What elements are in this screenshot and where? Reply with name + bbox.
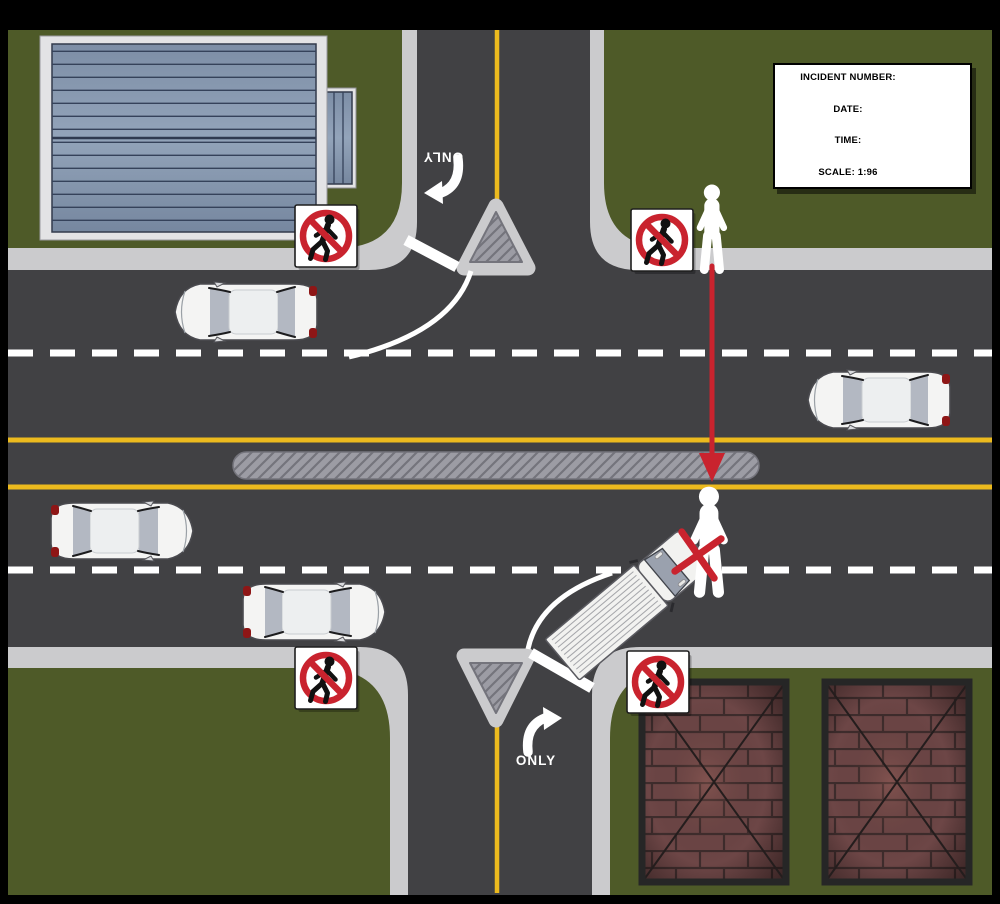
incident-scale-value: 1:96 — [857, 166, 878, 178]
yield-bar-south — [528, 648, 595, 693]
painted-median-strip — [232, 451, 760, 480]
collision-x — [671, 528, 725, 582]
crossing-path-arrow — [699, 263, 725, 482]
car-eastbound-inner — [50, 500, 194, 562]
only-label-north: ONLY — [422, 149, 464, 165]
car-westbound-inner — [807, 369, 951, 431]
car-eastbound-outer — [242, 581, 386, 643]
yield-bar-north — [403, 235, 460, 272]
incident-number-label: INCIDENT NUMBER: — [800, 72, 896, 83]
pavement-markings — [8, 30, 992, 893]
no-pedestrian-sign-top-right — [631, 209, 696, 274]
turn-guide-line-south — [525, 570, 613, 650]
incident-date-label: DATE: — [833, 103, 863, 115]
warehouse-building — [39, 35, 357, 241]
incident-scale-label: SCALE: — [818, 166, 855, 178]
only-label-south: ONLY — [515, 753, 557, 768]
no-pedestrian-sign-top-left — [295, 205, 360, 270]
turn-guide-line-north — [348, 270, 474, 360]
incident-info-box: INCIDENT NUMBER: DATE: TIME: SCALE: 1:96 — [773, 63, 972, 189]
brick-building-2 — [825, 682, 969, 882]
north-channel-island — [469, 211, 523, 263]
south-channel-island — [469, 662, 523, 714]
no-pedestrian-sign-bottom-right — [627, 651, 692, 716]
no-pedestrian-sign-bottom-left — [295, 647, 360, 712]
incident-scale-row: SCALE: 1:96 — [789, 167, 907, 178]
car-westbound-outer — [174, 281, 318, 343]
incident-time-label: TIME: — [834, 135, 862, 147]
